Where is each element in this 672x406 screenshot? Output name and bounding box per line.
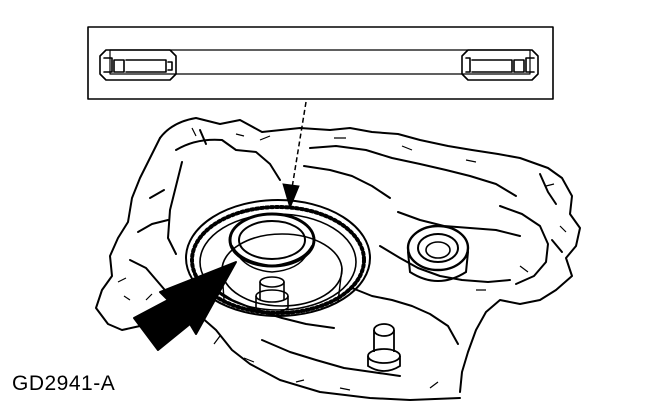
figure-code: GD2941-A [12,372,116,395]
case-texture [117,127,567,391]
vent-stud [367,323,401,372]
seal [228,212,316,273]
case-outline [95,117,581,401]
case-boss [406,224,470,282]
callout-arrow-icon [282,101,307,210]
seal-cross-section-inset [87,26,554,100]
shaft [255,276,289,314]
pointer-arrow-icon [133,261,237,351]
